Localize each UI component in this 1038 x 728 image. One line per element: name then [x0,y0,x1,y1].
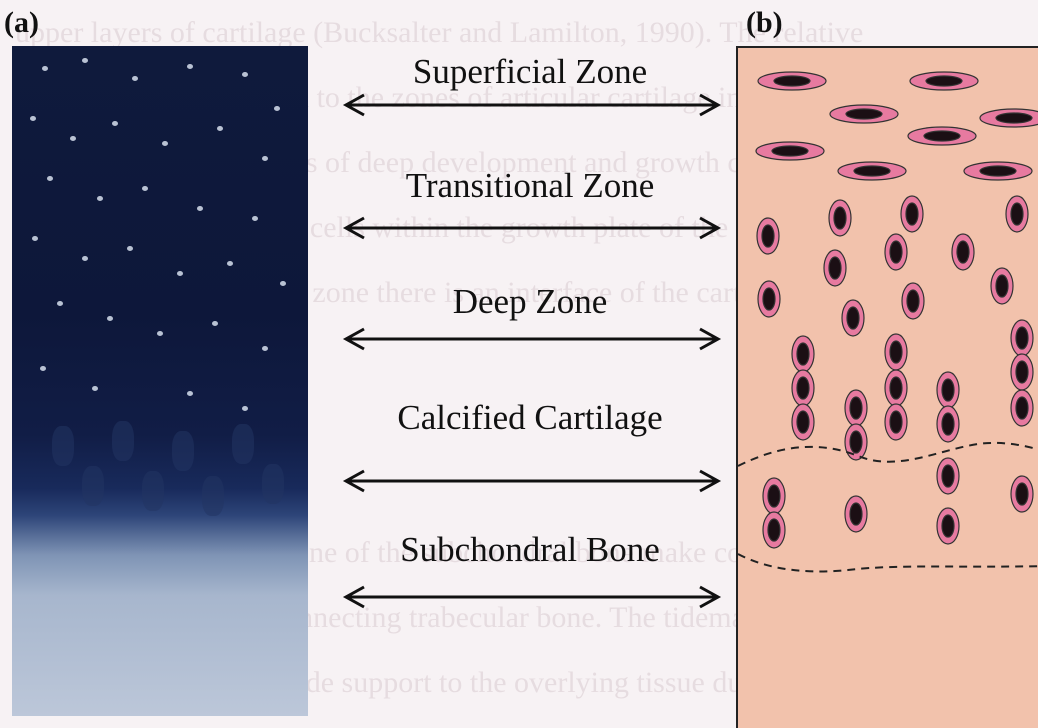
flat-cell [964,162,1032,180]
flat-cell [758,72,826,90]
panel-a-label: (a) [4,6,39,40]
flat-cell [830,105,898,123]
double-arrow-icon [342,327,722,351]
round-cell [901,196,923,232]
round-cell [829,200,851,236]
round-cell [845,390,867,426]
round-cell [845,424,867,460]
double-arrow-icon [342,93,722,117]
panel-b-label: (b) [746,6,783,40]
flat-cell [910,72,978,90]
round-cell [937,372,959,408]
zone-label-transitional: Transitional Zone [330,166,730,206]
flat-cell [980,109,1038,127]
cement-line [738,554,1038,571]
round-cell [824,250,846,286]
double-arrow-icon [342,216,722,240]
zone-label-deep: Deep Zone [330,282,730,322]
round-cell [952,234,974,270]
round-cell [885,370,907,406]
round-cell [1011,476,1033,512]
round-cell [885,234,907,270]
zone-label-calcified: Calcified Cartilage [330,398,730,438]
round-cell [1011,320,1033,356]
round-cell [991,268,1013,304]
tidemark-line [738,443,1038,466]
histology-photo [12,46,308,716]
round-cell [792,336,814,372]
flat-cell [838,162,906,180]
zone-label-superficial: Superficial Zone [330,52,730,92]
round-cell [937,508,959,544]
round-cell [1011,354,1033,390]
round-cell [842,300,864,336]
round-cell [845,496,867,532]
round-cell [937,406,959,442]
round-cell [885,404,907,440]
round-cell [763,512,785,548]
round-cell [757,218,779,254]
cartilage-schematic [736,46,1038,728]
round-cell [1011,390,1033,426]
round-cell [792,370,814,406]
round-cell [937,458,959,494]
double-arrow-icon [342,585,722,609]
round-cell [792,404,814,440]
flat-cell [908,127,976,145]
zone-label-subchondral: Subchondral Bone [330,530,730,570]
schematic-cells [738,48,1038,728]
double-arrow-icon [342,469,722,493]
round-cell [1006,196,1028,232]
round-cell [763,478,785,514]
flat-cell [756,142,824,160]
round-cell [902,283,924,319]
round-cell [885,334,907,370]
round-cell [758,281,780,317]
